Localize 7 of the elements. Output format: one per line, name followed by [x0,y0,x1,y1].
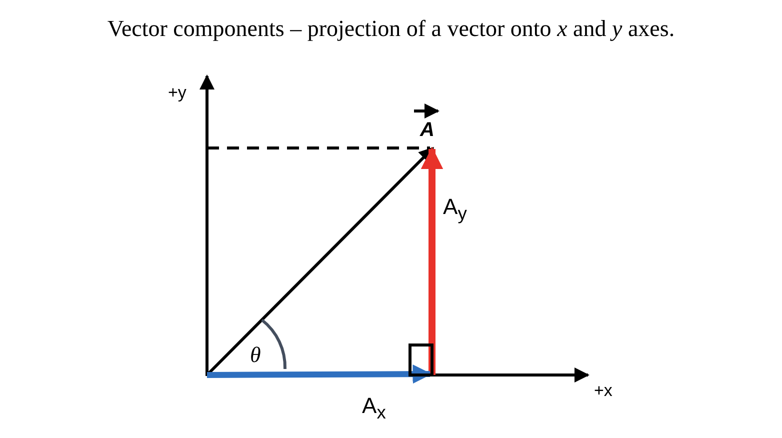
title: Vector components – projection of a vector onto x and y axes. [106,16,676,42]
component-label: A$_{y}$ [443,196,467,223]
angle-label: θ [250,344,261,366]
component-label: A$_{x}$ [362,395,386,422]
axis-label: +y [168,84,186,101]
vector-label: A [420,120,434,140]
axis-label: +x [594,382,612,399]
